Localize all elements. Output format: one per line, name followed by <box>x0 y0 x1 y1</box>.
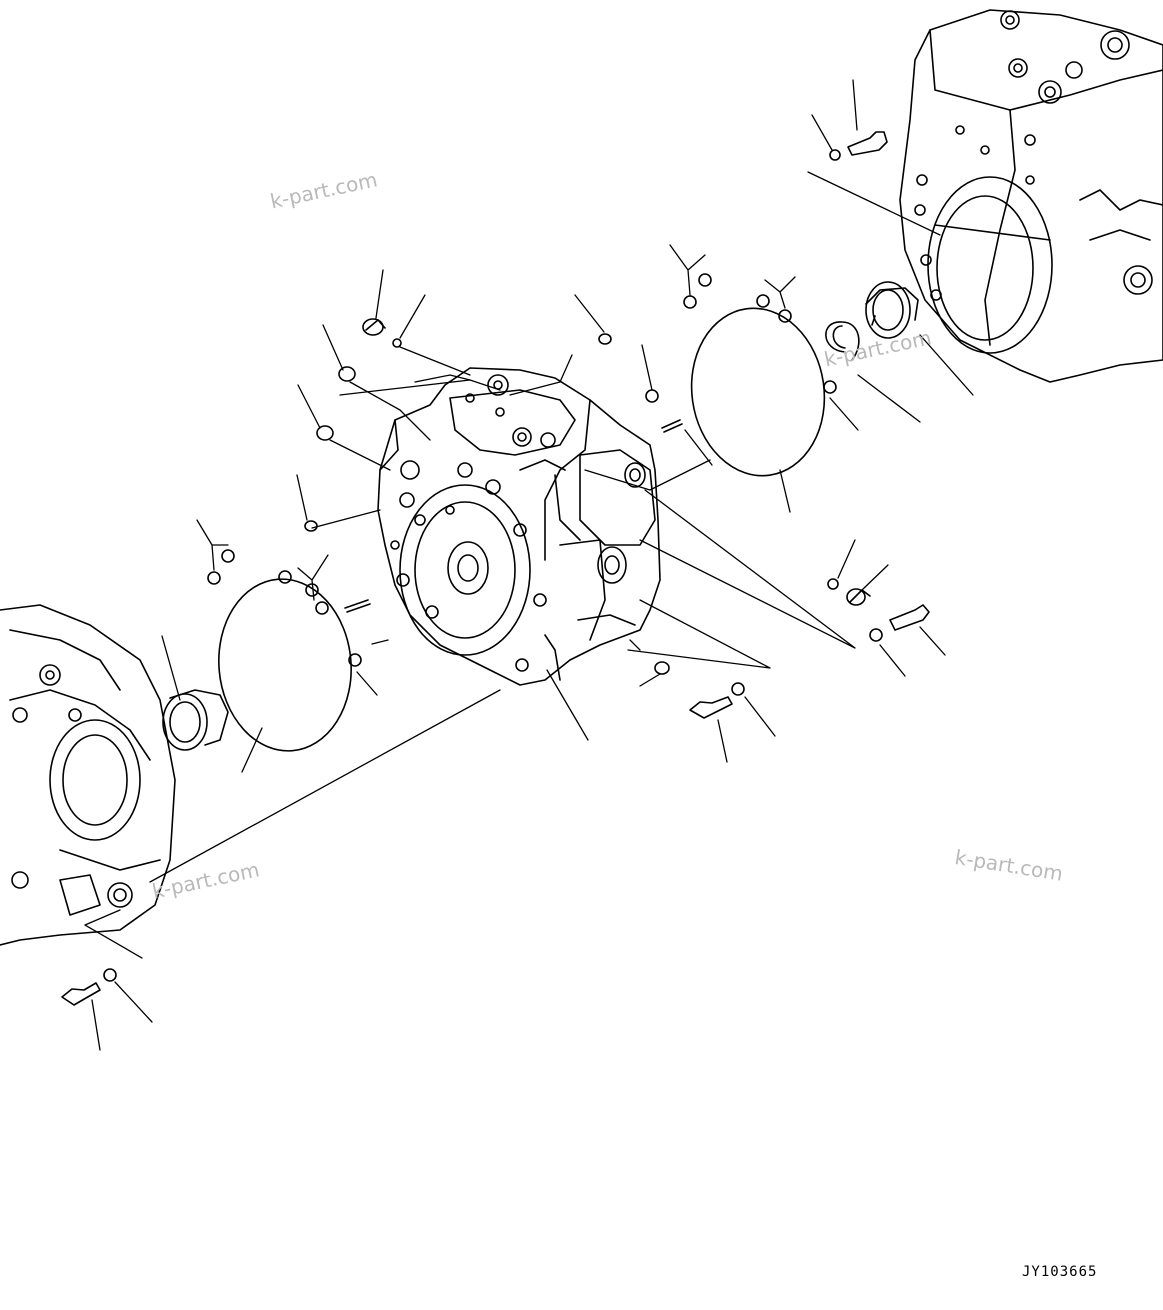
left-gasket-oring <box>218 578 352 752</box>
right-gasket-oring <box>690 307 826 477</box>
plugs-and-fittings <box>304 318 871 675</box>
right-pump-housing <box>899 9 1163 383</box>
left-pump-housing <box>0 604 176 946</box>
left-bearing <box>162 689 229 751</box>
main-pump-body <box>377 367 661 686</box>
small-o-rings <box>207 273 839 667</box>
diagram-code: JY103665 <box>1022 1264 1098 1280</box>
right-snap-ring <box>825 321 860 361</box>
leader-lines <box>84 79 974 1051</box>
right-bearing <box>865 281 919 339</box>
bolts-and-washers <box>61 131 930 1006</box>
